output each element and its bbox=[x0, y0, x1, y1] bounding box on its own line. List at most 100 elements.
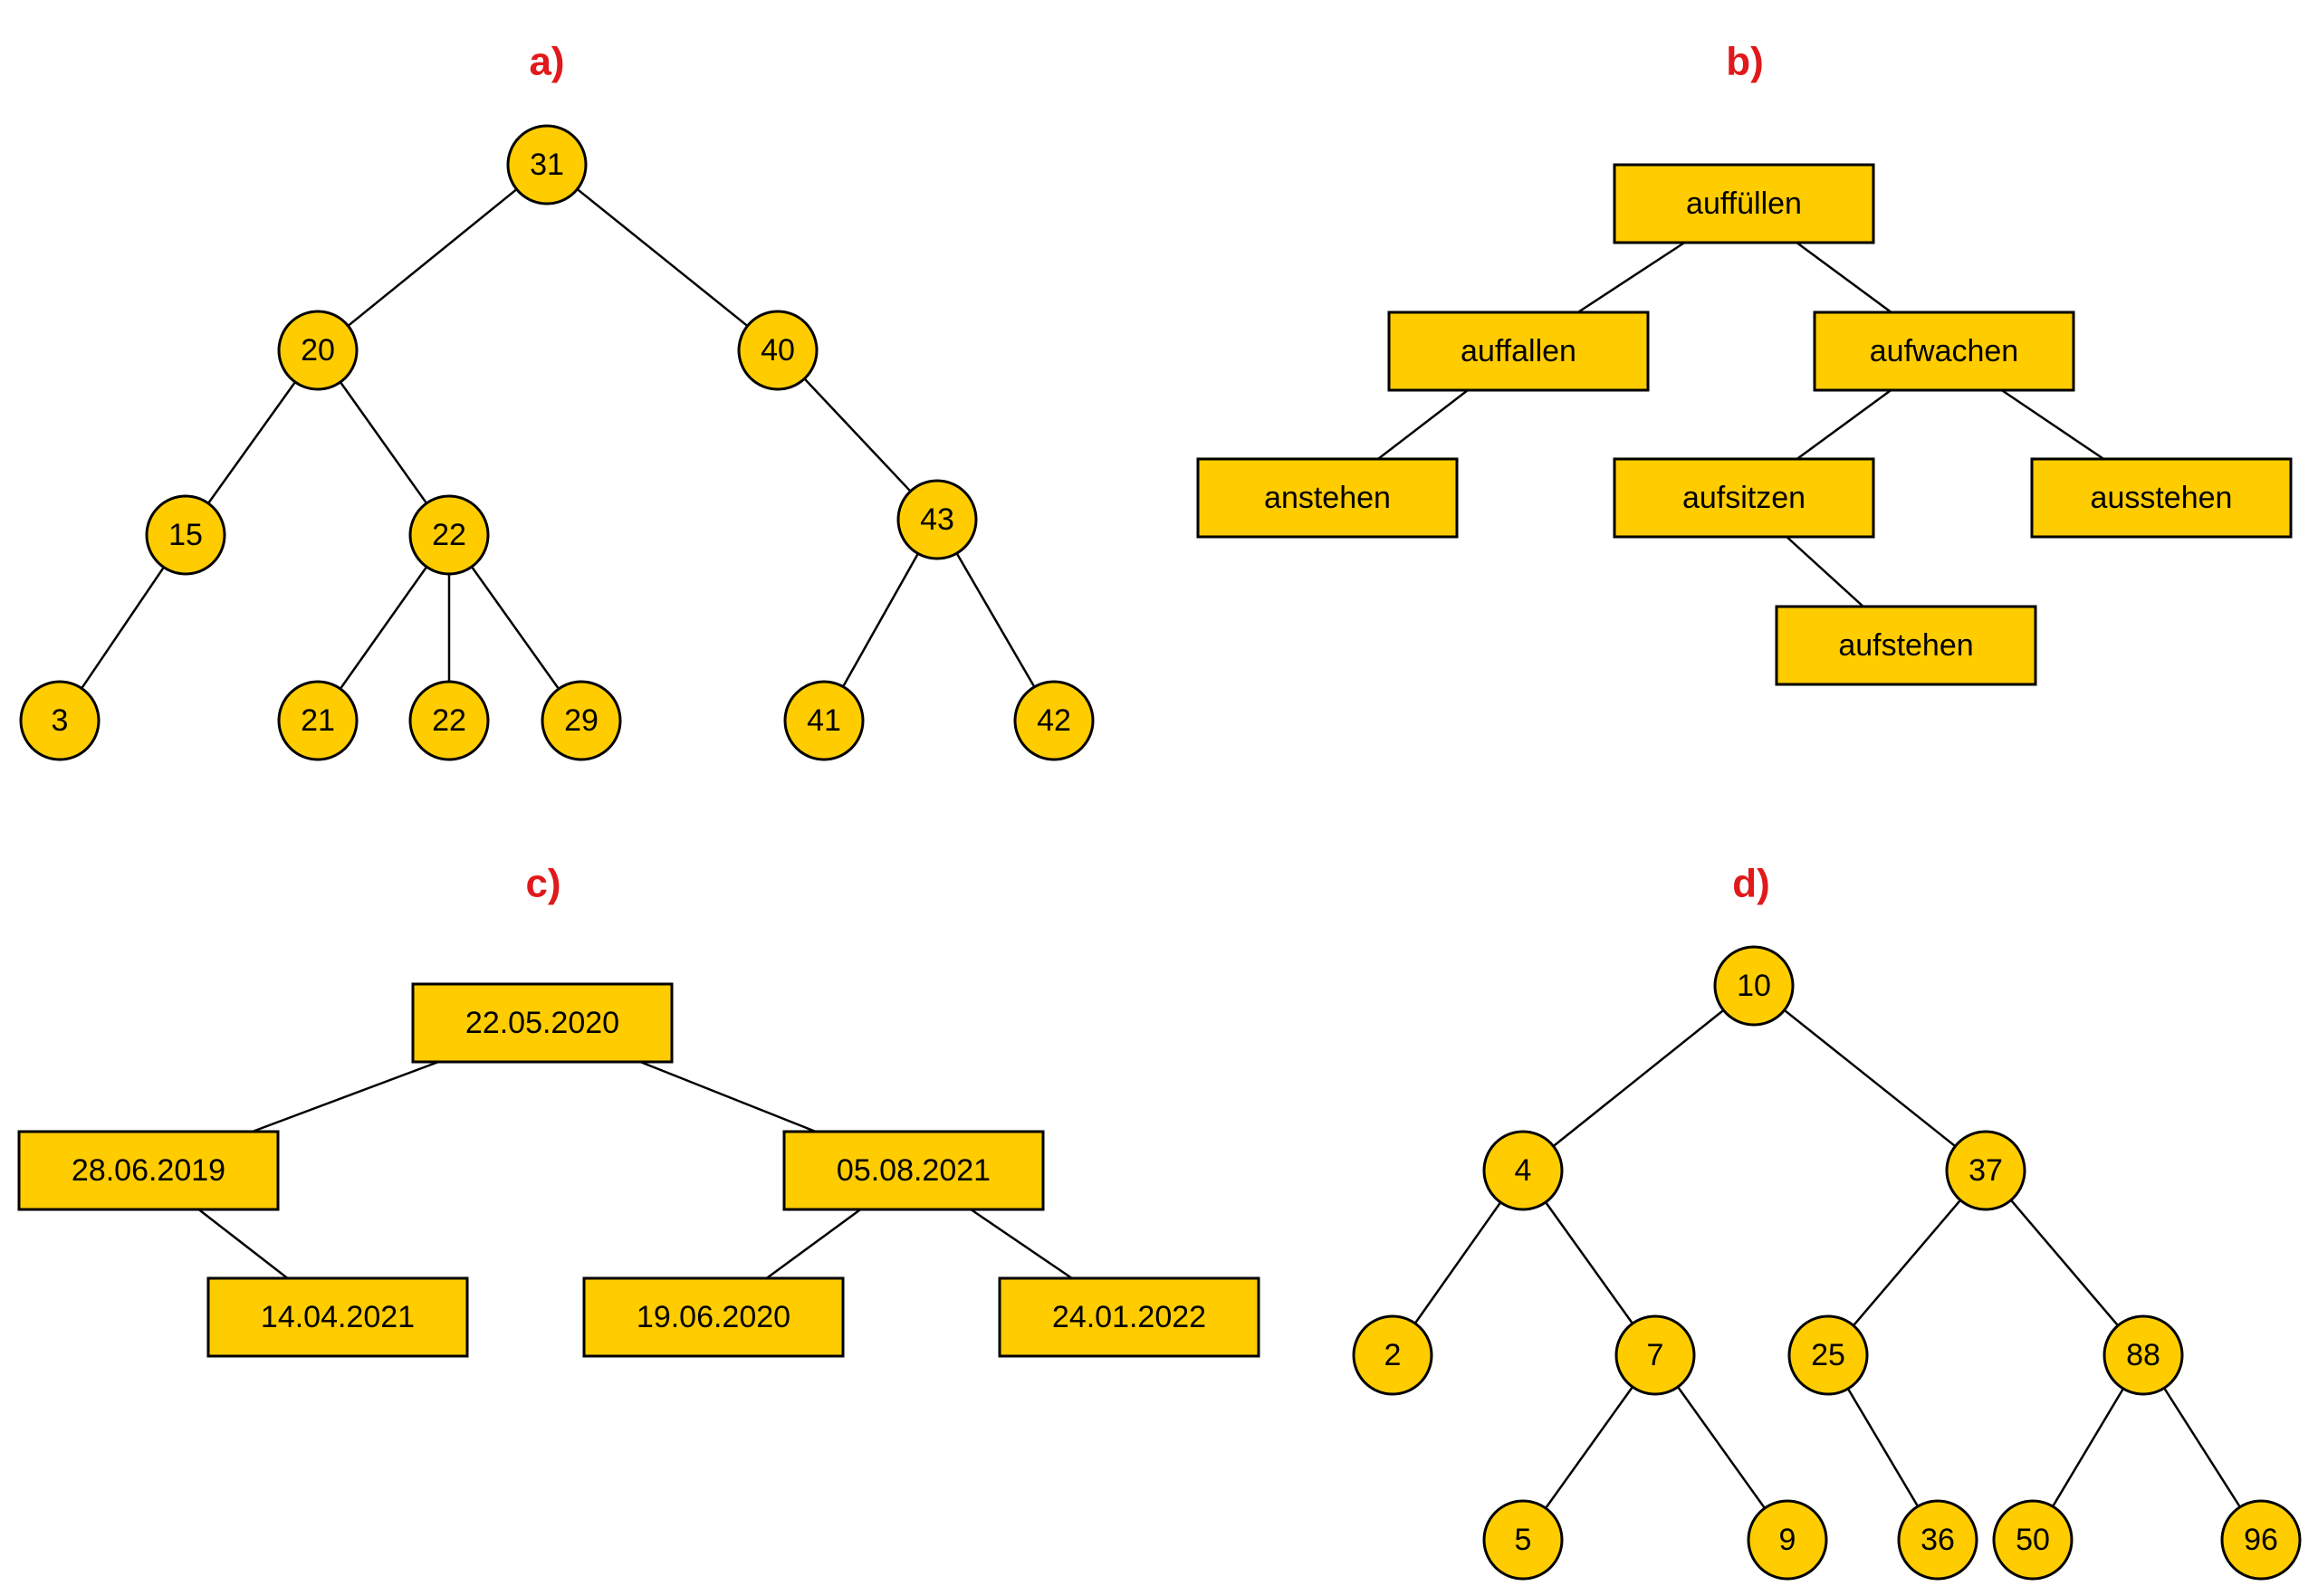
node-label: 96 bbox=[2244, 1523, 2278, 1557]
node-circle bbox=[1897, 1499, 1978, 1581]
edge bbox=[765, 1208, 862, 1280]
tree-node: 9 bbox=[1747, 1499, 1828, 1581]
node-circle bbox=[19, 680, 101, 761]
tree-node: 15 bbox=[145, 494, 226, 576]
node-circle bbox=[783, 680, 865, 761]
node-circle bbox=[2220, 1499, 2302, 1581]
node-circle bbox=[1747, 1499, 1828, 1581]
edge bbox=[639, 1060, 817, 1133]
node-circle bbox=[408, 494, 490, 576]
edge bbox=[1545, 1201, 1633, 1324]
node-label: 19.06.2020 bbox=[637, 1300, 790, 1334]
edge bbox=[1677, 1386, 1766, 1509]
tree-node: 88 bbox=[2102, 1314, 2184, 1396]
node-label: 37 bbox=[1968, 1153, 2003, 1188]
tree-node: 22 bbox=[408, 680, 490, 761]
node-circle bbox=[1352, 1314, 1433, 1396]
tree-node: 50 bbox=[1992, 1499, 2074, 1581]
tree-node: 5 bbox=[1482, 1499, 1564, 1581]
tree-node: 7 bbox=[1614, 1314, 1696, 1396]
node-label: 4 bbox=[1515, 1153, 1532, 1188]
tree-node: 22.05.2020 bbox=[411, 982, 674, 1064]
edge bbox=[339, 566, 428, 690]
tree-node: 42 bbox=[1013, 680, 1095, 761]
node-label: 05.08.2021 bbox=[837, 1153, 991, 1188]
edge bbox=[2051, 1388, 2125, 1507]
tree-node: 31 bbox=[506, 124, 588, 205]
node-label: 42 bbox=[1037, 703, 1071, 738]
node-circle bbox=[737, 310, 819, 391]
node-label: 28.06.2019 bbox=[72, 1153, 225, 1188]
node-label: 50 bbox=[2016, 1523, 2050, 1557]
tree-node: aufstehen bbox=[1775, 605, 2037, 686]
edge bbox=[81, 566, 165, 690]
node-circle bbox=[1713, 945, 1795, 1027]
node-box bbox=[206, 1276, 469, 1358]
node-label: 2 bbox=[1384, 1338, 1402, 1372]
node-box bbox=[998, 1276, 1260, 1358]
edge bbox=[970, 1208, 1073, 1280]
edge bbox=[347, 188, 518, 327]
edge bbox=[1783, 1008, 1957, 1148]
tree-node: 20 bbox=[277, 310, 359, 391]
node-label: 29 bbox=[564, 703, 599, 738]
node-circle bbox=[1482, 1130, 1564, 1211]
node-circle bbox=[277, 680, 359, 761]
node-box bbox=[1613, 457, 1875, 539]
tree-node: 25 bbox=[1787, 1314, 1869, 1396]
edge bbox=[1377, 389, 1469, 460]
tree-node: 24.01.2022 bbox=[998, 1276, 1260, 1358]
edge bbox=[1796, 241, 1892, 314]
node-label: ausstehen bbox=[2091, 481, 2233, 515]
node-circle bbox=[1013, 680, 1095, 761]
node-label: 24.01.2022 bbox=[1052, 1300, 1206, 1334]
edge bbox=[1846, 1388, 1920, 1507]
node-label: 7 bbox=[1647, 1338, 1664, 1372]
diagram-label: b) bbox=[1726, 40, 1764, 84]
node-label: 25 bbox=[1811, 1338, 1845, 1372]
edge bbox=[252, 1060, 439, 1133]
node-label: 22.05.2020 bbox=[465, 1006, 619, 1040]
node-label: 22 bbox=[432, 703, 466, 738]
node-label: 9 bbox=[1779, 1523, 1796, 1557]
edge bbox=[576, 187, 749, 328]
tree-node: auffüllen bbox=[1613, 163, 1875, 244]
node-label: 88 bbox=[2126, 1338, 2160, 1372]
tree-node: ausstehen bbox=[2030, 457, 2293, 539]
node-circle bbox=[2102, 1314, 2184, 1396]
node-box bbox=[1613, 163, 1875, 244]
node-circle bbox=[145, 494, 226, 576]
node-label: 36 bbox=[1920, 1523, 1955, 1557]
node-label: 5 bbox=[1515, 1523, 1532, 1557]
node-circle bbox=[541, 680, 622, 761]
tree-node: 28.06.2019 bbox=[17, 1130, 280, 1211]
tree-node: 29 bbox=[541, 680, 622, 761]
node-label: 40 bbox=[761, 333, 795, 368]
edge bbox=[197, 1209, 289, 1279]
edge bbox=[1577, 241, 1685, 314]
node-label: 41 bbox=[807, 703, 841, 738]
tree-node: 05.08.2021 bbox=[782, 1130, 1045, 1211]
tree-node: 2 bbox=[1352, 1314, 1433, 1396]
tree-c: c) 22.05.2020 28.06.2019 05.08.2021 14.04.20… bbox=[17, 862, 1260, 1358]
edge bbox=[803, 377, 912, 492]
node-label: 14.04.2021 bbox=[261, 1300, 415, 1334]
edge bbox=[2001, 388, 2104, 461]
node-label: anstehen bbox=[1264, 481, 1391, 515]
node-label: 31 bbox=[530, 148, 564, 182]
node-circle bbox=[1945, 1130, 2026, 1211]
node-label: aufstehen bbox=[1838, 628, 1973, 663]
edge bbox=[2163, 1387, 2241, 1508]
tree-node: 37 bbox=[1945, 1130, 2026, 1211]
diagram-label: c) bbox=[525, 862, 560, 906]
node-label: auffüllen bbox=[1686, 186, 1802, 221]
node-circle bbox=[1787, 1314, 1869, 1396]
tree-node: aufsitzen bbox=[1613, 457, 1875, 539]
edge bbox=[470, 566, 560, 690]
diagram-label: a) bbox=[529, 40, 564, 84]
node-label: aufsitzen bbox=[1682, 481, 1806, 515]
tree-node: 36 bbox=[1897, 1499, 1978, 1581]
